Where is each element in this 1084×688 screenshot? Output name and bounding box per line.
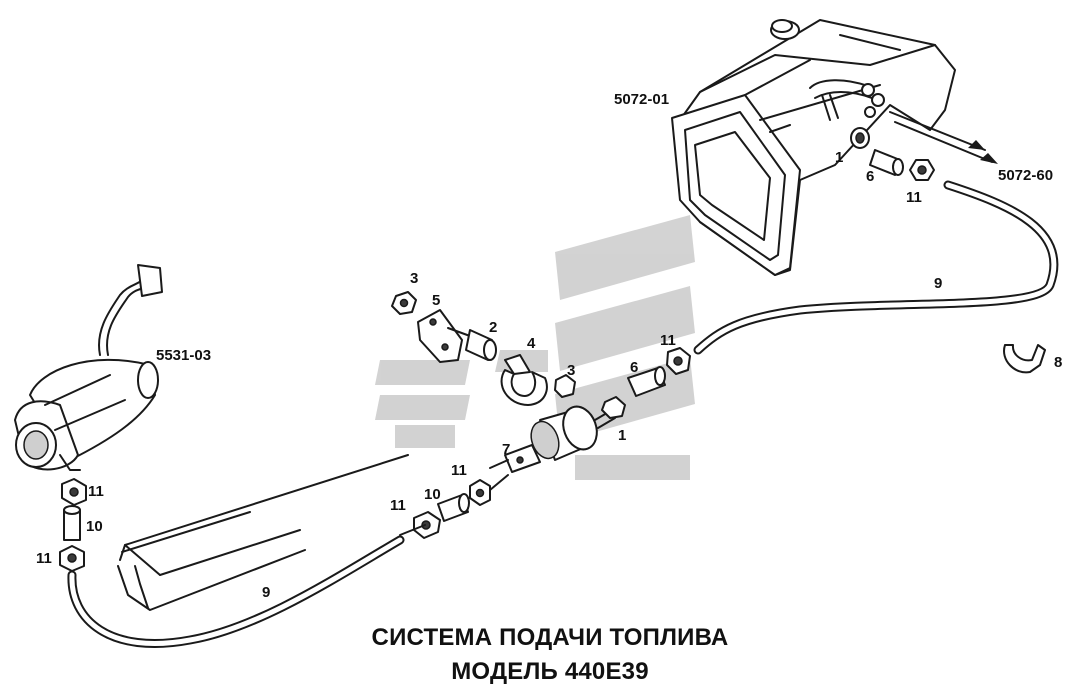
diagram-title: СИСТЕМА ПОДАЧИ ТОПЛИВА: [371, 624, 729, 651]
callout-tank-code: 5072-01: [614, 91, 669, 108]
fuel-pump: [489, 405, 616, 473]
callout-10-heater: 10: [86, 518, 103, 535]
fitting-2: [447, 327, 497, 361]
callout-11-heater-top: 11: [88, 483, 104, 500]
heater-fittings: [59, 478, 87, 572]
pump-fittings-right: [601, 347, 691, 419]
callout-5: 5: [432, 292, 440, 309]
callout-1-mid: 1: [618, 427, 626, 444]
fuel-hose-upper: [693, 180, 1059, 355]
callout-10-mid: 10: [424, 486, 441, 503]
callout-9-upper: 9: [934, 275, 942, 292]
callout-9-lower: 9: [262, 584, 270, 601]
tank-sleeve: [869, 149, 904, 176]
callout-11-heater-bottom: 11: [36, 550, 52, 567]
callout-labels: 5072-01 5072-60 5531-03 1 6 11 9 8 3 5 2…: [36, 91, 1062, 601]
callout-6-tank: 6: [866, 168, 874, 185]
clamp-4: [500, 354, 548, 406]
hose-clamp-8: [1003, 344, 1046, 374]
callout-1-tank: 1: [835, 149, 843, 166]
callout-3-mid: 3: [567, 362, 575, 379]
callout-11-tank: 11: [906, 189, 922, 206]
outlet-arrows: [889, 111, 998, 164]
tank-clamp: [850, 127, 870, 149]
callout-3-top: 3: [410, 270, 418, 287]
callout-8: 8: [1054, 354, 1062, 371]
mounting-bracket: [417, 309, 463, 363]
callout-11-mid-left: 11: [451, 462, 467, 479]
fuel-tank: [671, 19, 956, 276]
callout-4: 4: [527, 335, 536, 352]
callout-outlet-code: 5072-60: [998, 167, 1053, 184]
pump-connector-line: [399, 474, 509, 536]
tank-nut: [909, 159, 935, 181]
callout-heater-code: 5531-03: [156, 347, 211, 364]
diagram-subtitle: МОДЕЛЬ 440E39: [451, 658, 649, 685]
callout-11-lower: 11: [390, 497, 406, 514]
fuel-hose-lower: [67, 454, 409, 648]
heater: [14, 264, 163, 471]
callout-2: 2: [489, 319, 497, 336]
callout-7: 7: [502, 441, 510, 458]
callout-11-mid-right: 11: [660, 332, 676, 349]
nut-3-top: [391, 291, 417, 315]
callout-6-mid: 6: [630, 359, 638, 376]
nut-3-mid: [554, 374, 576, 398]
